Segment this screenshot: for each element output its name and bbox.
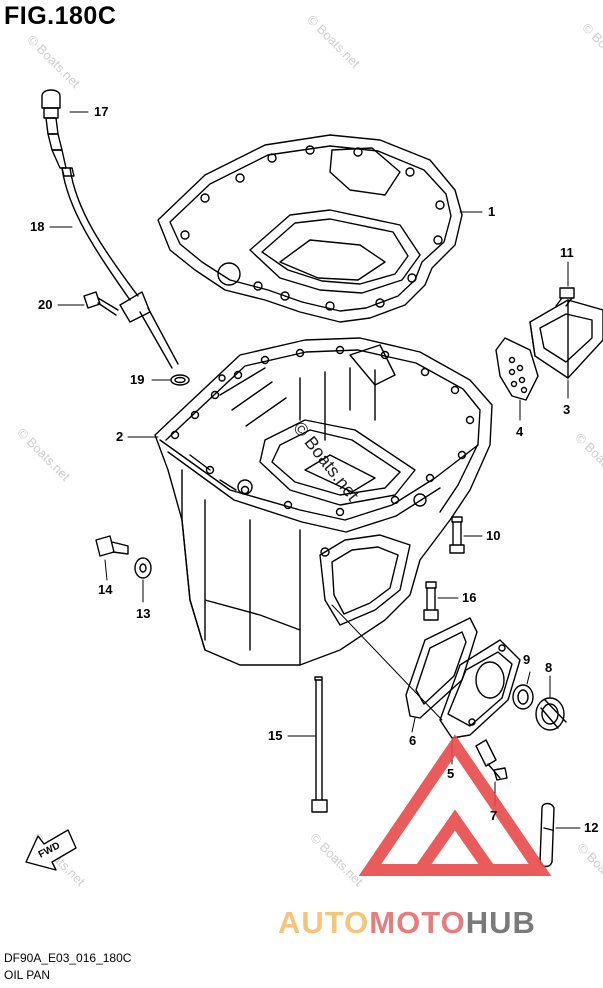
callout-18: 18 bbox=[30, 219, 45, 234]
strainer-part-3 bbox=[529, 299, 603, 379]
bolt-part-7 bbox=[475, 739, 508, 781]
callout-2: 2 bbox=[116, 429, 124, 444]
seal-part-9 bbox=[512, 684, 534, 710]
washer-part-13 bbox=[134, 557, 152, 579]
callout-7: 7 bbox=[490, 808, 498, 823]
dipstick-tube-part-18 bbox=[61, 167, 179, 369]
bolt-part-20 bbox=[83, 291, 119, 316]
fwd-arrow-icon bbox=[25, 829, 77, 871]
callout-12: 12 bbox=[584, 820, 599, 835]
brand-logo-icon bbox=[358, 734, 552, 876]
brand-part-auto: AUTO bbox=[278, 905, 370, 940]
gasket-part-4 bbox=[495, 337, 539, 401]
bolt-part-16 bbox=[423, 581, 439, 621]
figure-code: DF90A_E03_016_180C bbox=[4, 951, 132, 965]
callout-19: 19 bbox=[130, 372, 145, 387]
callout-16: 16 bbox=[462, 590, 477, 605]
callout-15: 15 bbox=[268, 728, 283, 743]
brand-watermark: AUTOMOTOHUB bbox=[278, 905, 536, 941]
bolt-part-11 bbox=[555, 287, 575, 307]
bolt-part-15 bbox=[311, 676, 328, 813]
dipstick-handle-part-17 bbox=[41, 89, 67, 169]
callout-3: 3 bbox=[563, 402, 571, 417]
oil-pan-part-2 bbox=[154, 337, 493, 666]
callout-17: 17 bbox=[94, 104, 109, 119]
gasket-part-6 bbox=[405, 617, 478, 719]
filler-cap-part-8 bbox=[535, 697, 567, 731]
o-ring-part-19 bbox=[170, 374, 190, 386]
callout-4: 4 bbox=[516, 424, 524, 439]
cover-part-5 bbox=[439, 639, 521, 739]
callout-10: 10 bbox=[486, 528, 501, 543]
callout-5: 5 bbox=[447, 766, 455, 781]
brand-part-moto: MOTO bbox=[369, 905, 466, 940]
drain-plug-part-14 bbox=[95, 535, 129, 557]
figure-title: FIG.180C bbox=[4, 2, 117, 30]
callout-13: 13 bbox=[136, 606, 151, 621]
brand-part-hub: HUB bbox=[465, 905, 536, 940]
gasket-part-1 bbox=[157, 134, 463, 323]
callout-8: 8 bbox=[545, 660, 553, 675]
callout-6: 6 bbox=[409, 733, 417, 748]
callout-20: 20 bbox=[38, 297, 53, 312]
callout-14: 14 bbox=[98, 582, 113, 597]
figure-caption: OIL PAN bbox=[4, 968, 51, 982]
callout-11: 11 bbox=[560, 245, 574, 260]
callout-9: 9 bbox=[523, 652, 531, 667]
clip-part-12 bbox=[539, 802, 555, 868]
bolt-part-10 bbox=[449, 516, 465, 554]
callout-1: 1 bbox=[488, 204, 496, 219]
